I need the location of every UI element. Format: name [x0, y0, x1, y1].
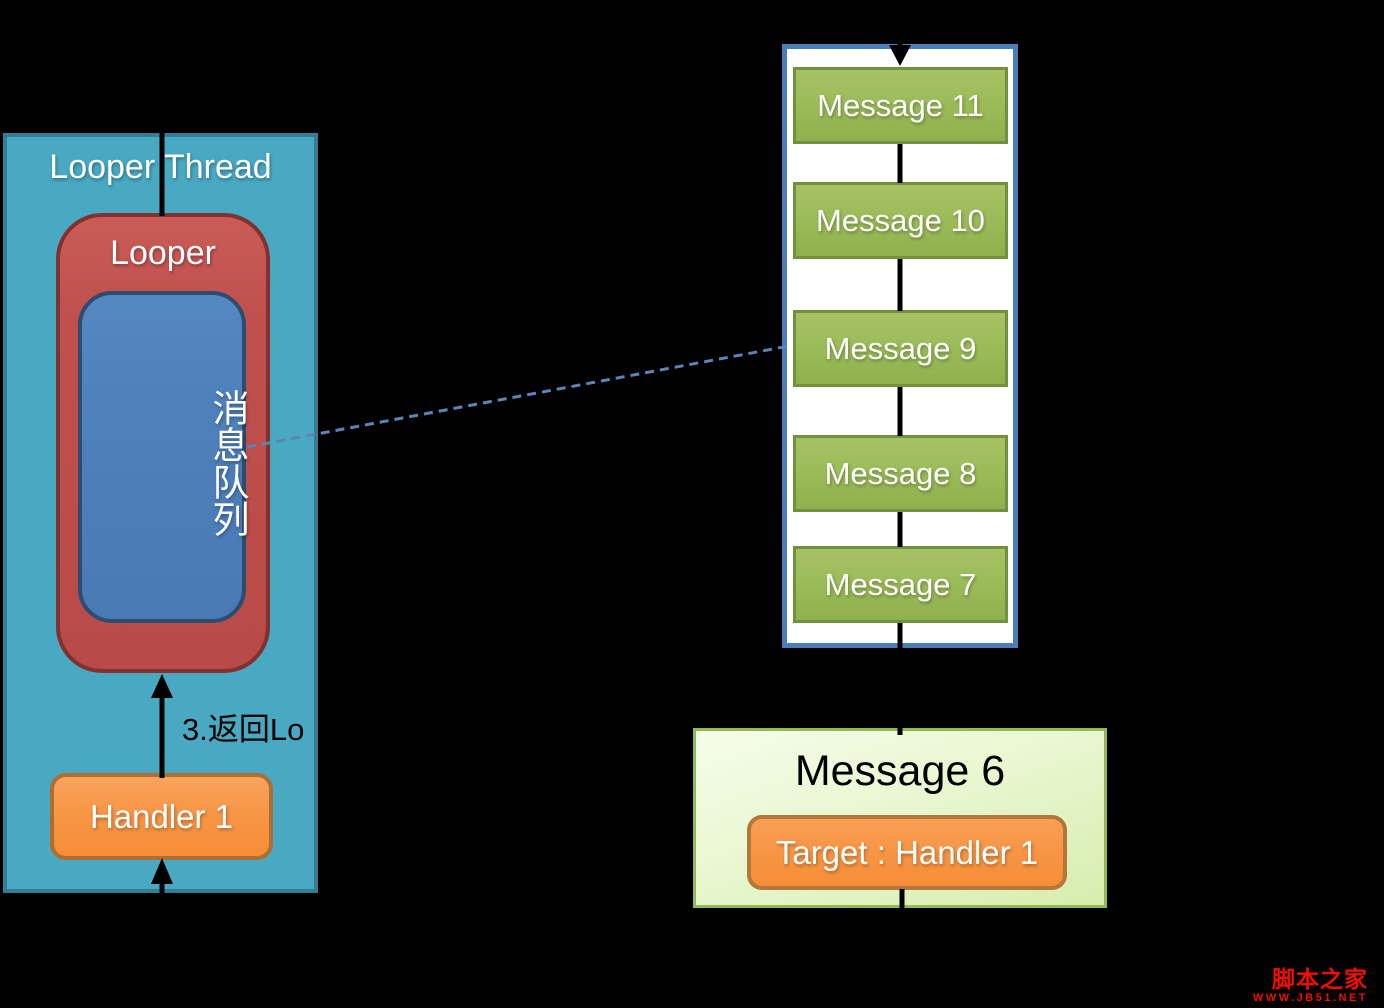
- target-handler-label: Target : Handler 1: [775, 833, 1039, 871]
- message-queue-label: 消息队列: [206, 389, 249, 537]
- message-11-box: Message 11: [793, 67, 1008, 144]
- queue-to-message9-dashed-line: [246, 344, 790, 449]
- message-queue-box: [78, 291, 246, 623]
- handler1-box: Handler 1: [50, 773, 273, 860]
- message-9-box: Message 9: [793, 310, 1008, 387]
- message-7-box: Message 7: [793, 546, 1008, 623]
- watermark: 脚本之家 WWW.JB51.NET: [1253, 968, 1368, 1004]
- looper-thread-title: Looper Thread: [49, 148, 272, 186]
- message-11-label: Message 11: [817, 87, 984, 123]
- watermark-site-url: WWW.JB51.NET: [1253, 992, 1368, 1004]
- message-9-label: Message 9: [824, 330, 977, 366]
- message-8-label: Message 8: [824, 455, 977, 491]
- return-looper-annotation: 3.返回Lo: [182, 712, 305, 747]
- looper-label: Looper: [110, 234, 216, 272]
- target-handler-box: Target : Handler 1: [747, 815, 1067, 890]
- message-6-title: Message 6: [794, 747, 1006, 795]
- message-10-box: Message 10: [793, 182, 1008, 259]
- handler1-label: Handler 1: [89, 797, 234, 835]
- watermark-site-name: 脚本之家: [1272, 966, 1368, 992]
- message-10-label: Message 10: [816, 202, 985, 238]
- message-7-label: Message 7: [824, 566, 977, 602]
- message-8-box: Message 8: [793, 435, 1008, 512]
